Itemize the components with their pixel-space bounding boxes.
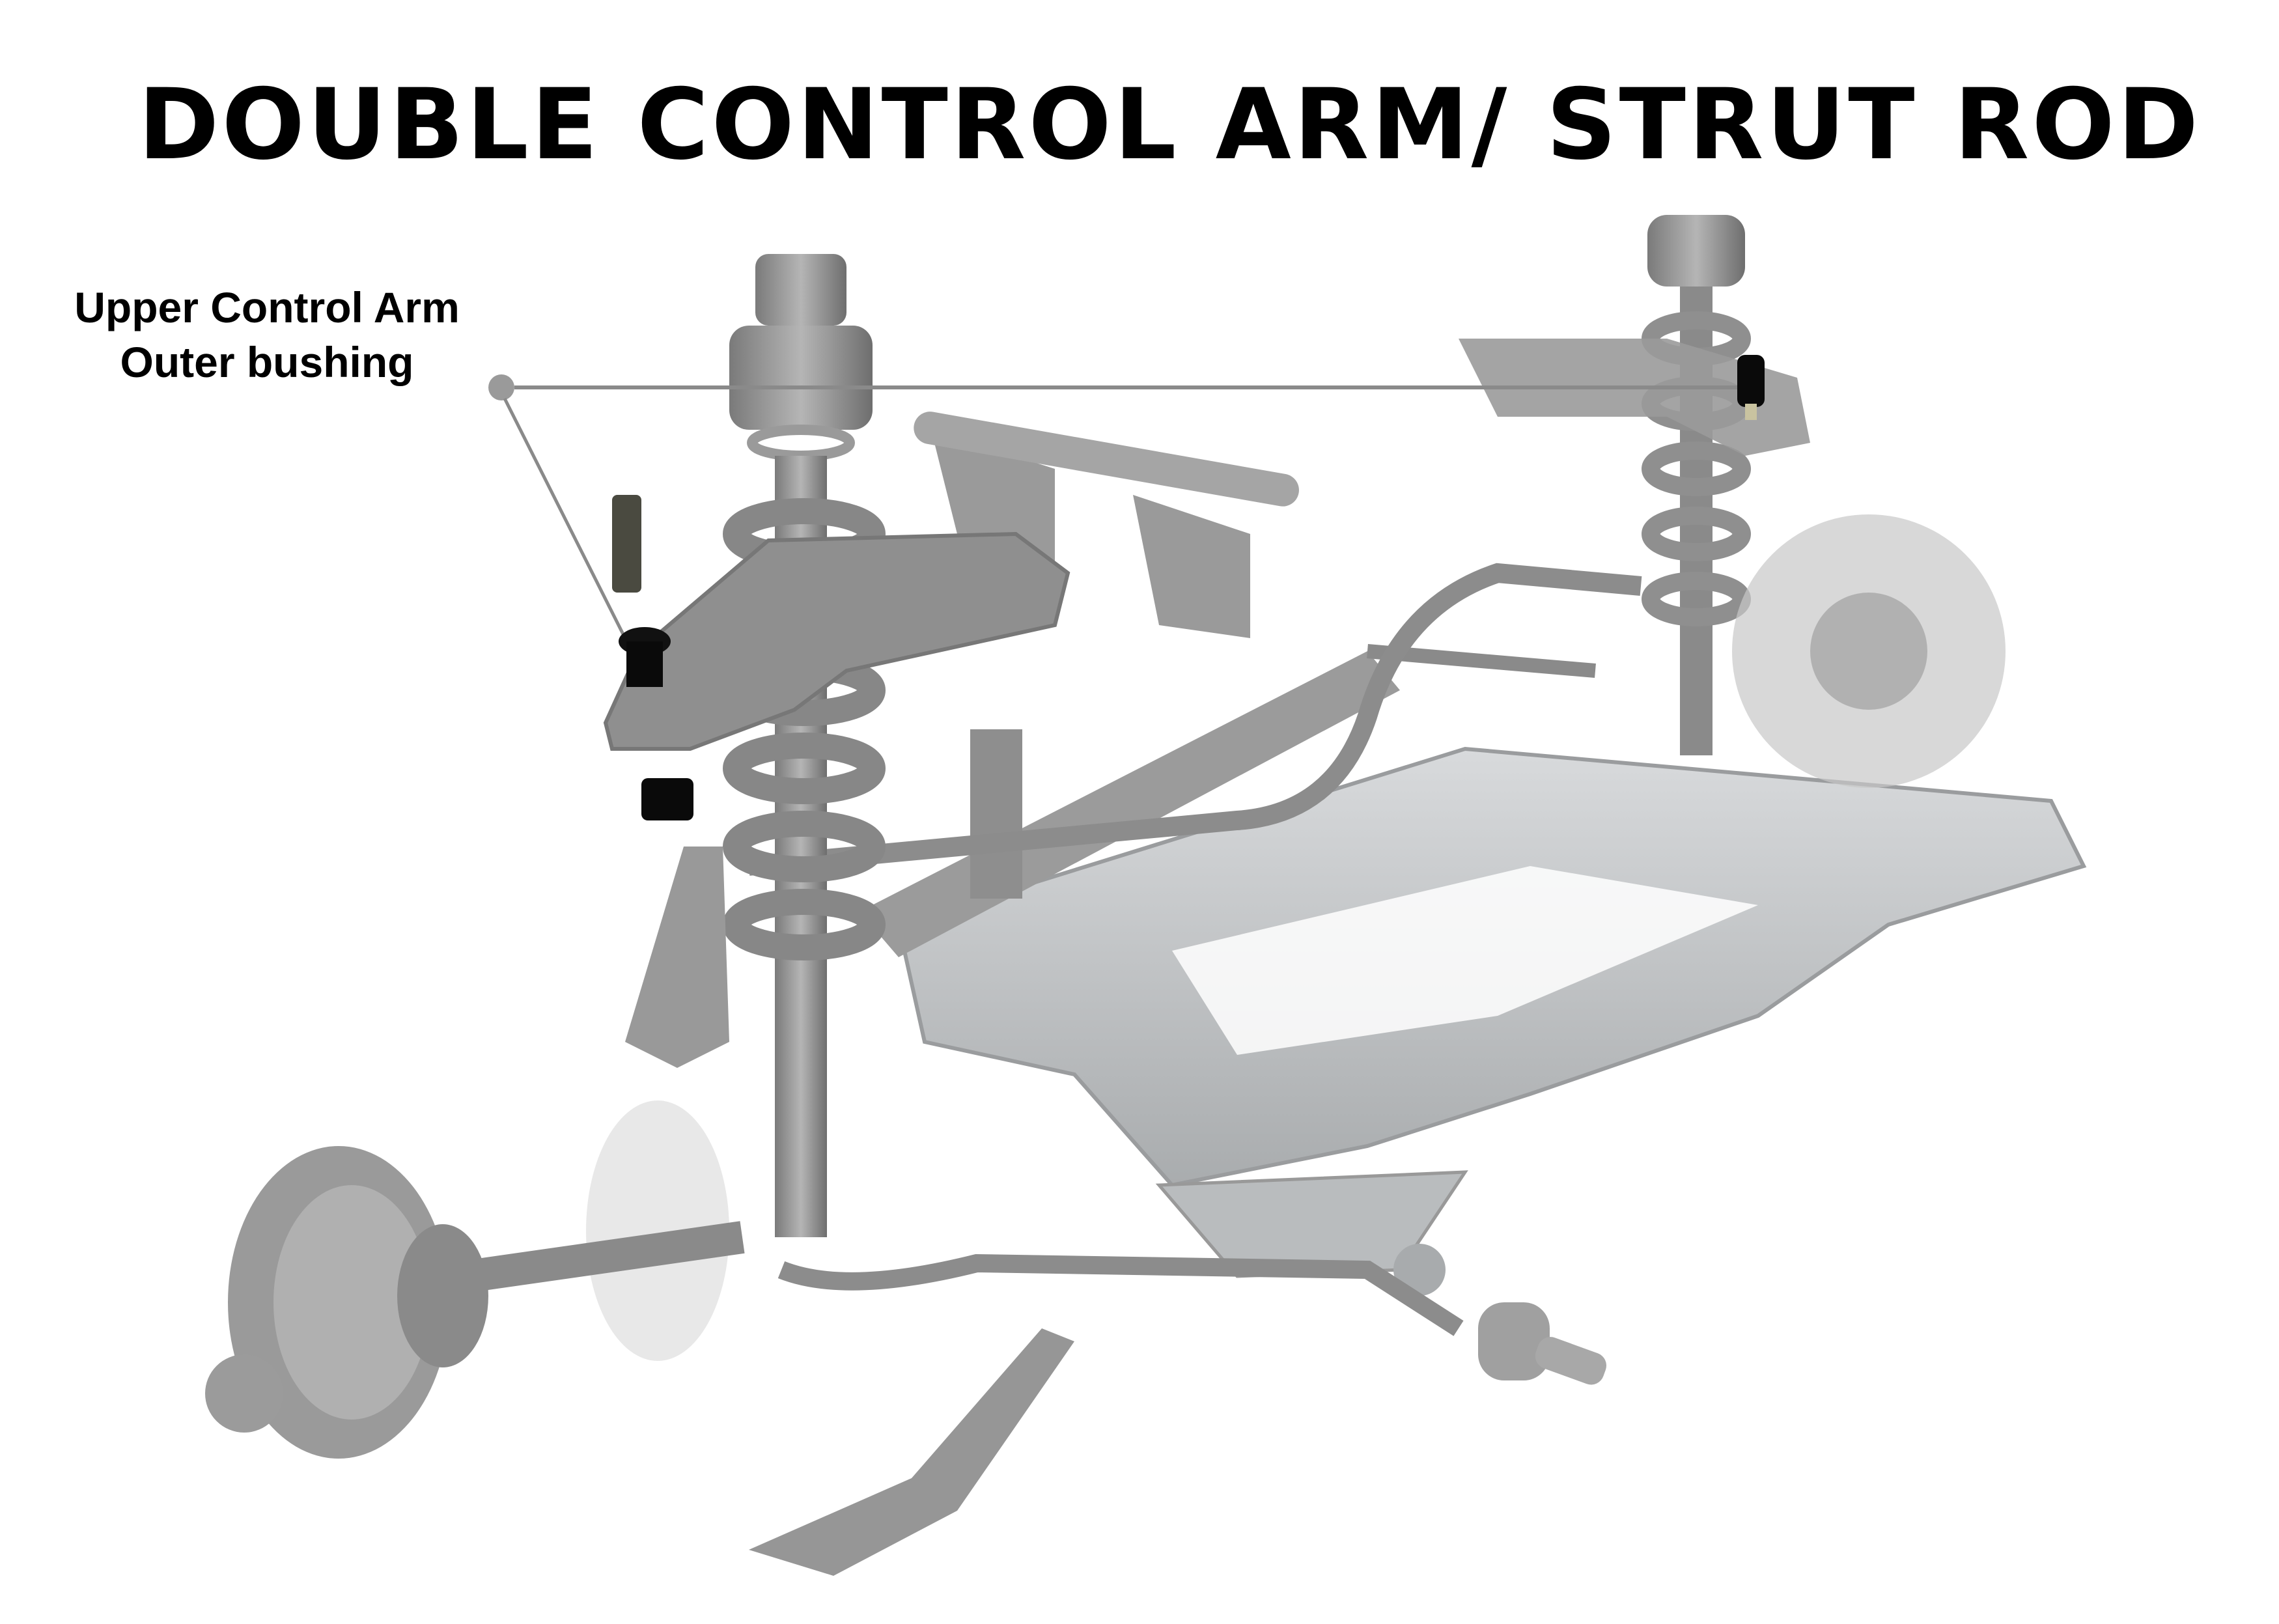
diagram-title: DOUBLE CONTROL ARM/ STRUT ROD	[138, 68, 2202, 182]
callout-label-line1: Upper Control Arm	[74, 283, 460, 331]
callout-leader	[488, 374, 1758, 639]
upper-control-arm	[603, 531, 1070, 751]
sway-bar	[748, 563, 1642, 876]
lower-control-arm	[749, 1302, 1606, 1576]
callout-label-line2: Outer bushing	[120, 338, 414, 386]
strut-rod-brackets	[914, 412, 1299, 638]
upper-control-arm-outer-bushing-top	[619, 627, 671, 687]
sleeve	[612, 495, 641, 593]
right-strut-assembly	[1459, 215, 2006, 788]
callout-label: Upper Control Arm Outer bushing	[39, 280, 495, 389]
subframe	[896, 746, 2087, 1296]
upper-control-arm-outer-bushing-installed	[1737, 355, 1765, 420]
lower-sway-bar	[777, 1253, 1464, 1336]
knuckle-and-hub	[205, 847, 745, 1459]
left-strut-assembly	[723, 254, 886, 1237]
upper-control-arm-outer-bushing-bottom	[641, 778, 693, 820]
